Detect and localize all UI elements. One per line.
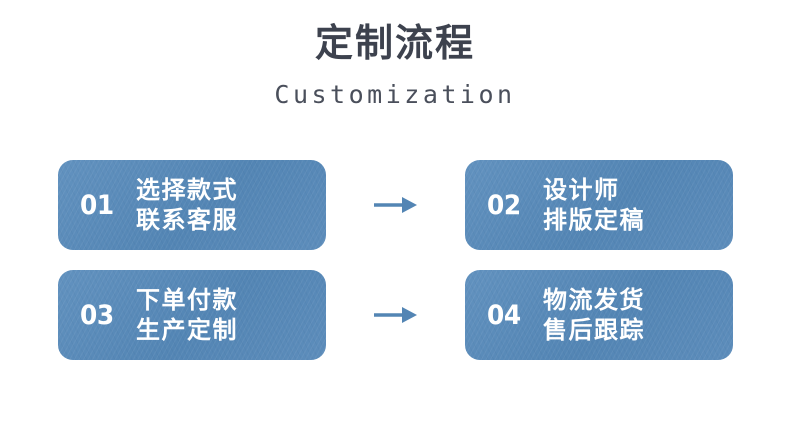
step-text: 下单付款 生产定制 (126, 285, 326, 345)
step-line-2: 联系客服 (136, 206, 238, 234)
step-text: 设计师 排版定稿 (533, 175, 733, 235)
step-card-02[interactable]: 02 设计师 排版定稿 (465, 160, 733, 250)
step-line-2: 售后跟踪 (543, 316, 645, 344)
step-number: 03 (80, 299, 114, 331)
step-line-2: 排版定稿 (543, 206, 645, 234)
step-number: 02 (487, 189, 521, 221)
step-line-1: 物流发货 (543, 286, 645, 314)
page-title: 定制流程 (314, 21, 475, 65)
page-header: 定制流程 Customization (0, 0, 790, 110)
step-card-03[interactable]: 03 下单付款 生产定制 (58, 270, 326, 360)
page-subtitle: Customization (274, 80, 516, 109)
step-line-2: 生产定制 (136, 316, 238, 344)
step-line-1: 下单付款 (136, 286, 238, 314)
step-number: 01 (80, 189, 114, 221)
arrow-right-icon (372, 302, 420, 328)
steps-grid: 01 选择款式 联系客服 02 设计师 排版定稿 03 下单付款 生 (0, 160, 790, 370)
step-text: 物流发货 售后跟踪 (533, 285, 733, 345)
step-number: 04 (487, 299, 521, 331)
step-card-01[interactable]: 01 选择款式 联系客服 (58, 160, 326, 250)
arrow-right-icon (372, 192, 420, 218)
step-text: 选择款式 联系客服 (126, 175, 326, 235)
step-card-04[interactable]: 04 物流发货 售后跟踪 (465, 270, 733, 360)
step-line-1: 设计师 (543, 176, 620, 204)
step-line-1: 选择款式 (136, 176, 238, 204)
